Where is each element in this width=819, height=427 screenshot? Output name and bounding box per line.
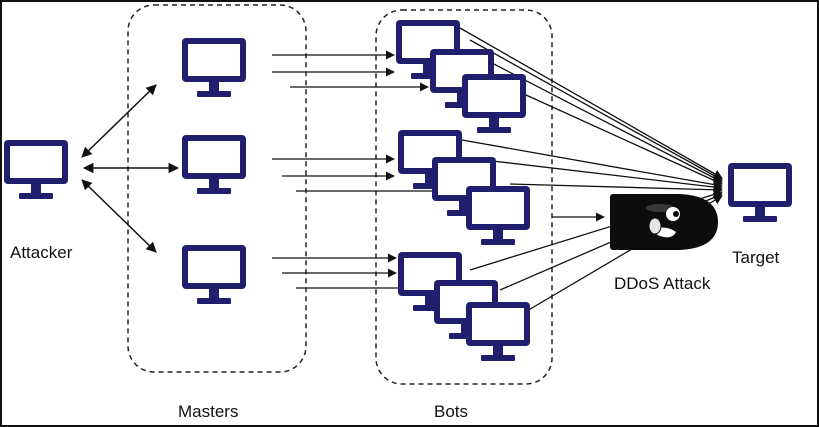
- master-monitor-icon: [182, 245, 246, 304]
- master-monitor-icon: [182, 38, 246, 97]
- attacker-master-arrows: [81, 84, 180, 253]
- bots-label: Bots: [434, 402, 468, 421]
- bot-monitor-icon: [466, 186, 530, 245]
- bot-monitor-icon: [462, 74, 526, 133]
- bot-to-target-arrows: [459, 27, 723, 316]
- attacker-label: Attacker: [10, 243, 73, 262]
- target-monitor-icon: [728, 163, 792, 222]
- master-bot-arrows: [272, 50, 441, 293]
- ddos-attack-label: DDoS Attack: [614, 274, 711, 293]
- attacker-monitor-icon: [4, 140, 68, 199]
- master-monitor-icon: [182, 135, 246, 194]
- masters-label: Masters: [178, 402, 238, 421]
- bot-monitor-icon: [466, 302, 530, 361]
- target-label: Target: [732, 248, 780, 267]
- bots-group: [375, 9, 553, 385]
- bullet-bill-icon: [610, 194, 718, 250]
